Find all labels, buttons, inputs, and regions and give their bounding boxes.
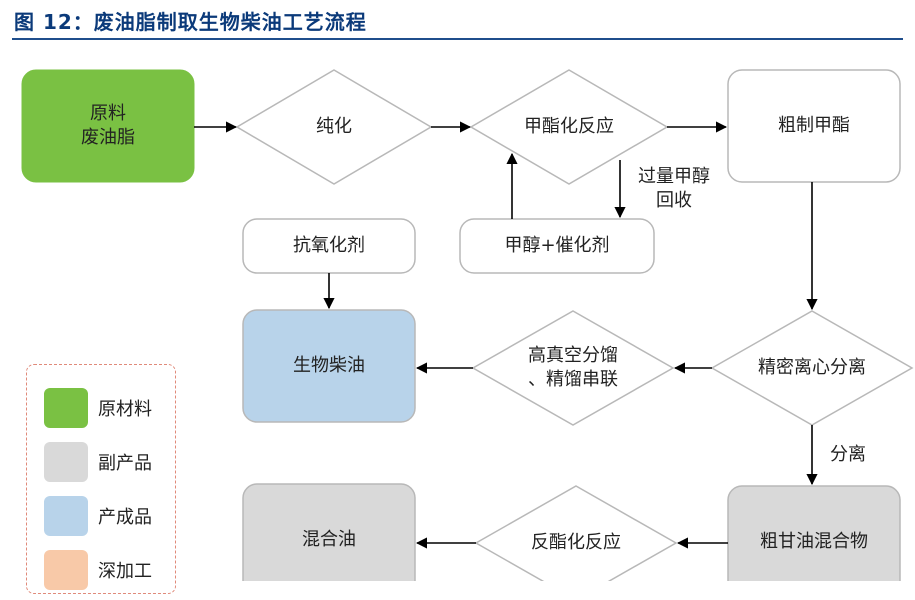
node-esterify-label: 甲酯化反应 (524, 115, 614, 137)
node-mixed-oil-label: 混合油 (302, 528, 356, 550)
legend-swatch-deep (44, 550, 88, 590)
legend-swatch-byproduct (44, 442, 88, 482)
node-antioxidant-label: 抗氧化剂 (293, 234, 365, 256)
node-biodiesel-label: 生物柴油 (293, 354, 365, 376)
node-crude-glycerin (727, 485, 901, 581)
node-purify-label: 纯化 (316, 115, 352, 137)
node-crude-ester (727, 69, 901, 183)
edge-label-separation: 分离 (830, 443, 866, 465)
node-purify (235, 69, 433, 185)
legend-item-product: 产成品 (44, 496, 152, 536)
node-esterify (469, 69, 669, 185)
edge-label-methanol-recovery: 过量甲醇 回收 (638, 165, 710, 211)
flowchart (21, 69, 914, 581)
legend-item-deep: 深加工 (44, 550, 152, 590)
node-crude-ester-label: 粗制甲酯 (778, 114, 850, 136)
node-transesterify-label: 反酯化反应 (531, 531, 621, 553)
node-distill-label: 高真空分馏 、精馏串联 (528, 344, 618, 390)
legend-label-raw: 原材料 (98, 399, 152, 420)
legend-item-raw: 原材料 (44, 388, 152, 428)
legend-label-product: 产成品 (98, 507, 152, 528)
legend-label-deep: 深加工 (98, 561, 152, 582)
node-mixed-oil (242, 483, 416, 581)
figure-title: 图 12：废油脂制取生物柴油工艺流程 (14, 10, 367, 34)
legend-label-byproduct: 副产品 (98, 453, 152, 474)
node-waste-oil-label: 原料 废油脂 (81, 102, 135, 148)
node-centrifuge-label: 精密离心分离 (758, 356, 866, 378)
legend-swatch-product (44, 496, 88, 536)
node-methanol-catalyst (459, 218, 655, 274)
node-crude-glycerin-label: 粗甘油混合物 (760, 530, 868, 552)
node-distill (471, 310, 675, 426)
node-biodiesel (242, 309, 416, 423)
node-waste-oil (21, 69, 195, 183)
title-divider (12, 38, 903, 40)
legend-item-byproduct: 副产品 (44, 442, 152, 482)
node-methanol-catalyst-label: 甲醇+催化剂 (504, 234, 610, 256)
legend-swatch-raw (44, 388, 88, 428)
node-transesterify (474, 485, 678, 581)
